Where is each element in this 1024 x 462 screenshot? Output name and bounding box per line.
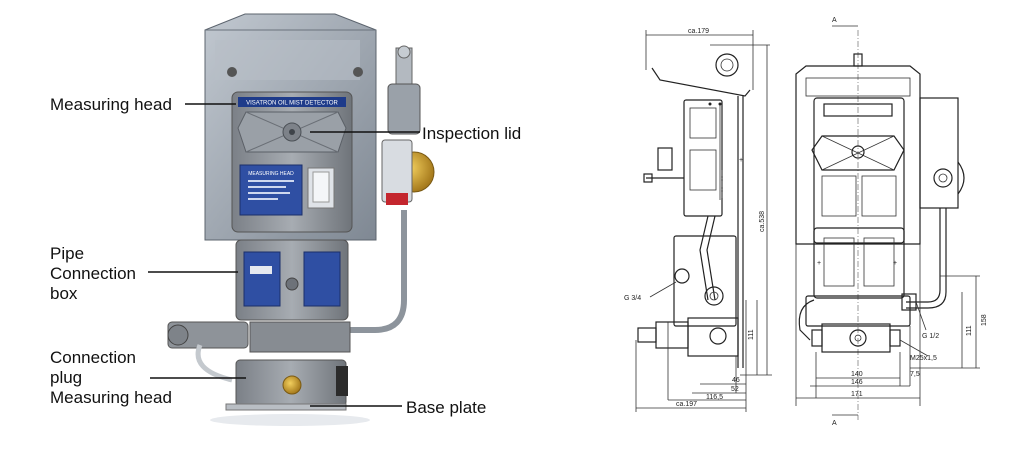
svg-text:+: + (893, 260, 897, 267)
dim-width-top: ca.179 (688, 28, 709, 35)
dim-46: 46 (732, 377, 740, 384)
dim-171: 171 (851, 391, 863, 398)
dim-111-left: 111 (748, 329, 755, 340)
label-base-plate: Base plate (406, 398, 487, 417)
dim-111-right: 111 (966, 325, 973, 336)
nameplate-text: MEASURING HEAD (248, 171, 294, 177)
svg-text:+: + (739, 157, 743, 164)
front-view: A A + (795, 17, 988, 427)
callout-leaders (148, 103, 420, 407)
nameplate (239, 164, 303, 216)
section-marker-top: A (832, 17, 837, 24)
measuring-head-housing: VISATRON OIL MIST DETECTOR MEASURING HEA… (231, 91, 353, 233)
dim-m25: M25x1,5 (910, 355, 937, 362)
inspection-lid (237, 111, 347, 153)
label-line: box (50, 284, 78, 303)
technical-drawing-panel: G 3/4 111 46 52 116,5 ca.197 ca (610, 0, 1024, 457)
label-line: Pipe (50, 244, 85, 263)
label-line: plug (50, 368, 83, 387)
dim-height-total: ca.538 (759, 211, 766, 232)
dim-g34: G 3/4 (624, 295, 641, 302)
dim-146: 146 (851, 379, 863, 386)
dim-ca197: ca.197 (676, 401, 697, 408)
label-pipe-connection-box: Pipe Connection box (50, 244, 136, 304)
section-marker-bottom: A (832, 420, 837, 427)
label-measuring-head: Measuring head (50, 95, 172, 114)
header-plate-text: VISATRON OIL MIST DETECTOR (246, 101, 338, 107)
pipe-connection-box (235, 239, 349, 321)
dim-116-5: 116,5 (706, 394, 723, 401)
dim-7-5: 7,5 (910, 371, 920, 378)
label-line: Connection (50, 264, 137, 283)
base-plate (225, 403, 347, 411)
red-warning-tag (386, 193, 408, 205)
label-connection-plug: Connection plug Measuring head (50, 348, 172, 408)
label-inspection-lid: Inspection lid (422, 124, 522, 143)
dim-g12: G 1/2 (922, 333, 939, 340)
device-illustration: VISATRON OIL MIST DETECTOR MEASURING HEA… (148, 13, 435, 426)
label-line: Connection (50, 348, 137, 367)
label-line: Measuring head (50, 388, 172, 407)
dim-140: 140 (851, 371, 863, 378)
svg-text:+: + (817, 260, 821, 267)
side-pipe-assembly (350, 45, 435, 333)
device-photo-panel: VISATRON OIL MIST DETECTOR MEASURING HEA… (50, 13, 522, 426)
dimension-drawing: G 3/4 111 46 52 116,5 ca.197 ca (624, 17, 988, 427)
dim-52: 52 (731, 386, 739, 393)
dim-158: 158 (981, 314, 988, 326)
side-view: G 3/4 111 46 52 116,5 ca.197 ca (624, 28, 772, 412)
base-assembly (167, 321, 370, 426)
